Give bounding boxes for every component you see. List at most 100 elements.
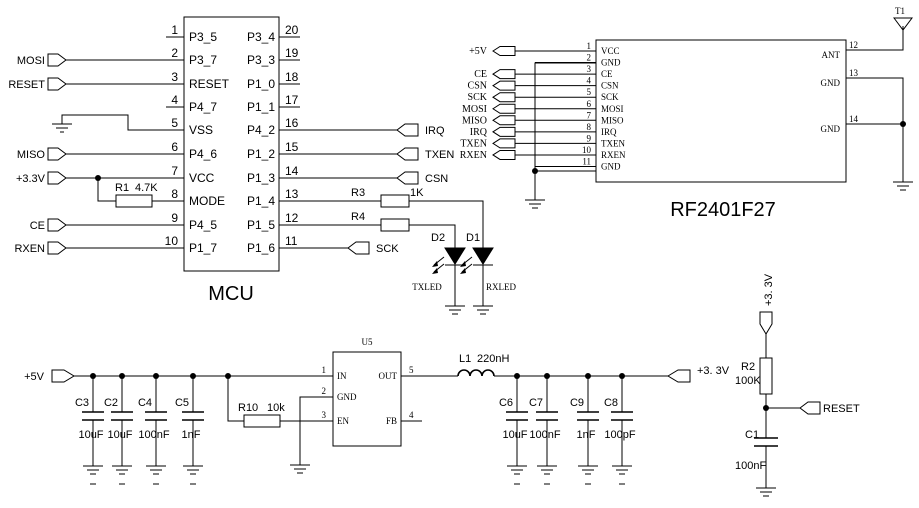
reg-pin-name-4: FB [386,416,397,426]
rf-body [595,39,847,183]
reset-label: RESET [8,79,45,91]
mcu-pin-name-12: P1_5 [247,218,275,232]
led-d2: D2 TXLED [412,232,466,315]
miso-label: MISO [17,149,46,161]
r10-ref: R10 [238,402,258,414]
l1-value: 220nH [477,353,509,365]
rf-net-label-9: TXEN [460,138,487,149]
d1-name: RXLED [486,282,516,292]
rf-net-port-10 [492,149,516,160]
antenna-ref: T1 [895,6,905,16]
mcu-pin-num-1: 1 [171,23,178,37]
mcu-pin-name-6: P4_6 [189,147,217,161]
d2-ref: D2 [431,232,445,244]
cap-ref-C2: C2 [104,397,118,409]
r2-ref: R2 [741,361,755,373]
rf-pin-num-2: 2 [587,53,592,63]
mcu-pin-num-5: 5 [171,116,178,130]
mcu-pin-num-11: 11 [285,234,298,248]
mcu-pin-num-15: 15 [285,140,299,154]
reg-pin-num-5: 5 [409,365,414,375]
mcu-pin-name-9: P4_5 [189,218,217,232]
rf-pin-name-5: SCK [601,92,619,102]
reg-pin-num-3: 3 [322,410,327,420]
mcu-pin-num-4: 4 [171,93,178,107]
txen-port [396,147,419,161]
cap-ref-C4: C4 [138,397,152,409]
c1-value: 100nF [735,460,766,472]
mcu-pin-num-19: 19 [285,46,299,60]
d1-ref: D1 [466,232,480,244]
inductor-l1 [457,369,495,377]
rf-net-port-9 [492,138,516,149]
mcu-pin-name-4: P4_7 [189,100,217,114]
reg-pin-name-1: IN [337,371,347,381]
txen-label: TXEN [425,149,454,161]
mcu-right-pins: 20P3_419P3_318P1_017P1_116P4_215P1_214P1… [247,23,300,255]
power-output-port [667,369,691,383]
reg-pin-num-2: 2 [322,386,327,396]
rf-pin-num-14: 14 [849,114,859,124]
rf-pin-num-9: 9 [587,133,592,143]
rf-pin-name-3: CE [601,69,613,79]
mcu-left-nets: MOSI RESET MISO +3.3V R1 4.7K CE RXEN [8,53,184,255]
rf-pin-name-1: VCC [601,46,620,56]
r3-value: 1K [410,187,424,199]
cap-ref-C7: C7 [529,397,543,409]
rf-pin-name-14: GND [821,124,841,134]
rf-net-port-4 [492,80,516,91]
mcu-right-nets: IRQ TXEN CSN R3 1K R4 SCK [279,123,484,255]
mosi-port [47,53,67,67]
vcc-port [47,171,67,185]
cap-ref-C5: C5 [175,397,189,409]
mcu-pin-num-3: 3 [171,70,178,84]
rf-net-label-1: +5V [469,46,488,57]
rf-net-port-1 [492,46,516,56]
r1-value: 4.7K [135,182,158,194]
mcu-pin-name-11: P1_6 [247,241,275,255]
rxen-port [47,241,67,255]
mcu-pin-num-8: 8 [171,187,178,201]
rf-pin-num-13: 13 [849,68,859,78]
mcu-pin-num-13: 13 [285,187,299,201]
rf-title: RF2401F27 [670,199,776,221]
reset-circuit: +3. 3V R2 100K RESET C1 100nF [735,273,860,497]
c1-ref: C1 [745,429,759,441]
cap-value-C8: 100pF [604,429,635,441]
r10-value: 10k [267,402,285,414]
power-input-label: +5V [24,371,45,383]
rf-net-label-6: MOSI [462,104,487,115]
mcu-pin-name-10: P1_7 [189,241,217,255]
rf-net-port-7 [492,115,516,126]
rf-pin-name-9: TXEN [601,138,625,148]
r4-ref: R4 [351,211,365,223]
vcc-label: +3.3V [16,173,46,185]
csn-port [396,171,419,185]
cap-value-C7: 100nF [529,429,560,441]
rf-pin-num-5: 5 [587,87,592,97]
mcu-pin-num-12: 12 [285,211,299,225]
sck-label: SCK [376,243,399,255]
rf-pin-name-4: CSN [601,81,619,91]
sck-port [347,241,370,255]
rf-pin-num-4: 4 [587,76,592,86]
rf-pin-name-8: IRQ [601,127,617,137]
reg-pin-name-3: EN [337,416,349,426]
rf-net-label-8: IRQ [470,127,488,138]
rf-pin-name-11: GND [601,162,621,172]
mcu-pin-name-7: VCC [189,171,215,185]
mcu-pin-name-18: P1_0 [247,77,275,91]
r2-value: 100K [735,375,761,387]
r3-ref: R3 [351,187,365,199]
mcu-pin-num-20: 20 [285,23,299,37]
rf-pin-num-1: 1 [587,41,592,51]
mcu-pin-num-6: 6 [171,140,178,154]
rf-net-port-8 [492,126,516,137]
mcu-pin-num-18: 18 [285,70,299,84]
